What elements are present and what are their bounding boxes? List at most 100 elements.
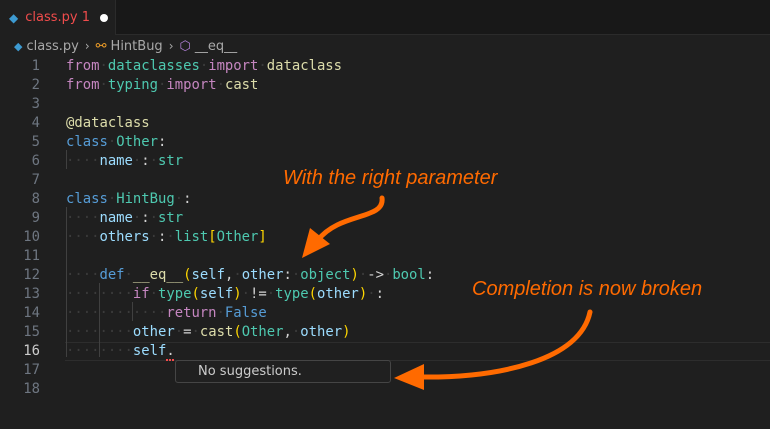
line-code: class·Other: xyxy=(66,133,166,152)
code-token: other xyxy=(241,267,284,283)
code-token: ) xyxy=(342,324,351,340)
indent-guide xyxy=(99,283,100,357)
code-line[interactable]: 3 xyxy=(0,95,770,114)
whitespace: · xyxy=(107,134,117,150)
whitespace: · xyxy=(124,267,133,283)
arrow-bottom xyxy=(417,309,593,380)
line-code: ········other·=·cast(Other,·other) xyxy=(66,323,350,342)
whitespace: · xyxy=(191,324,200,340)
code-line[interactable]: 2 from·typing·import·cast xyxy=(0,76,770,95)
whitespace: · xyxy=(367,286,376,302)
whitespace: · xyxy=(199,58,209,74)
whitespace: · xyxy=(149,210,159,226)
whitespace: · xyxy=(383,267,393,283)
whitespace: · xyxy=(266,286,276,302)
code-token: others xyxy=(99,229,150,245)
whitespace: · xyxy=(174,324,184,340)
whitespace: · xyxy=(149,286,159,302)
whitespace: ···· xyxy=(66,210,100,226)
python-icon: ◆ xyxy=(14,39,23,53)
code-token: ] xyxy=(258,229,267,245)
code-token: import xyxy=(166,77,217,93)
code-line[interactable]: 10····others·:·list[Other] xyxy=(0,228,770,247)
whitespace: · xyxy=(358,267,368,283)
code-token: : xyxy=(158,229,167,245)
tab-bar: ◆ class.py 1 xyxy=(0,0,770,35)
line-code: ····name·:·str xyxy=(66,209,183,228)
tab-label: class.py 1 xyxy=(25,10,91,25)
code-line[interactable]: 17 xyxy=(0,361,770,380)
whitespace: · xyxy=(291,324,301,340)
code-line[interactable]: 9····name·:·str xyxy=(0,209,770,228)
code-token: object xyxy=(300,267,351,283)
code-token: other xyxy=(316,286,359,302)
indent-guide xyxy=(66,150,67,169)
line-code: ············return·False xyxy=(66,304,267,323)
indent-guide xyxy=(132,302,133,321)
whitespace: · xyxy=(233,267,242,283)
code-token: [ xyxy=(208,229,217,245)
code-token: ( xyxy=(233,324,242,340)
breadcrumb-file[interactable]: class.py xyxy=(26,38,79,54)
code-token: ) xyxy=(350,267,359,283)
breadcrumb-class[interactable]: HintBug xyxy=(110,38,163,54)
whitespace: · xyxy=(107,191,117,207)
line-code: ····name·:·str xyxy=(66,152,183,171)
line-number: 6 xyxy=(31,153,40,169)
line-number: 1 xyxy=(31,58,40,74)
code-token: class xyxy=(66,191,108,207)
arrow-bottom-head xyxy=(394,364,424,390)
whitespace: · xyxy=(291,267,301,283)
line-number: 10 xyxy=(23,229,40,245)
whitespace: · xyxy=(241,286,251,302)
code-token: , xyxy=(283,324,292,340)
line-number: 11 xyxy=(23,248,40,264)
line-code: class·HintBug·: xyxy=(66,190,192,209)
code-line[interactable]: 16········self. xyxy=(23,342,770,361)
code-line[interactable]: 4@dataclass xyxy=(0,114,770,133)
code-line[interactable]: 14············return·False xyxy=(0,304,770,323)
tab-class-py[interactable]: ◆ class.py 1 xyxy=(0,0,116,35)
code-token: class xyxy=(66,134,108,150)
code-token: : xyxy=(183,191,192,207)
whitespace: · xyxy=(99,77,108,93)
code-token: . xyxy=(166,343,175,359)
code-token: __eq__ xyxy=(132,267,184,283)
method-symbol-icon: ⬡ xyxy=(179,38,191,54)
code-line[interactable]: 6 ····name·:·str xyxy=(0,152,770,171)
code-token: cast xyxy=(224,77,259,93)
annotation-bottom: Completion is now broken xyxy=(472,278,703,300)
whitespace: · xyxy=(99,58,108,74)
code-line[interactable]: 15········other·=·cast(Other,·other) xyxy=(0,323,770,342)
error-squiggle xyxy=(166,355,174,361)
code-line[interactable]: 12····def·__eq__(self,·other:·object)·->… xyxy=(0,266,770,285)
arrow-top xyxy=(315,195,385,243)
code-token: from xyxy=(66,58,100,74)
suggest-widget: No suggestions. xyxy=(175,360,391,383)
line-number: 2 xyxy=(31,77,40,93)
code-line[interactable]: 11 xyxy=(0,247,770,266)
line-code: from·typing·import·cast xyxy=(66,76,258,95)
breadcrumb-method[interactable]: __eq__ xyxy=(194,38,238,54)
whitespace: · xyxy=(216,77,225,93)
line-code: ····def·__eq__(self,·other:·object)·->·b… xyxy=(66,266,434,285)
line-number: 15 xyxy=(23,324,40,340)
whitespace: · xyxy=(132,153,142,169)
code-token: ( xyxy=(183,267,192,283)
code-token: self xyxy=(132,343,167,359)
code-token: dataclass xyxy=(266,58,343,74)
code-line[interactable]: 7 xyxy=(0,171,770,190)
code-token: : xyxy=(375,286,384,302)
code-token: return xyxy=(166,305,217,321)
modified-dot-icon[interactable] xyxy=(100,13,109,22)
whitespace: ············ xyxy=(66,305,167,321)
line-number: 16 xyxy=(23,343,40,359)
code-line[interactable]: 18 xyxy=(0,380,770,399)
line-number: 13 xyxy=(23,286,40,302)
code-token: False xyxy=(224,305,267,321)
